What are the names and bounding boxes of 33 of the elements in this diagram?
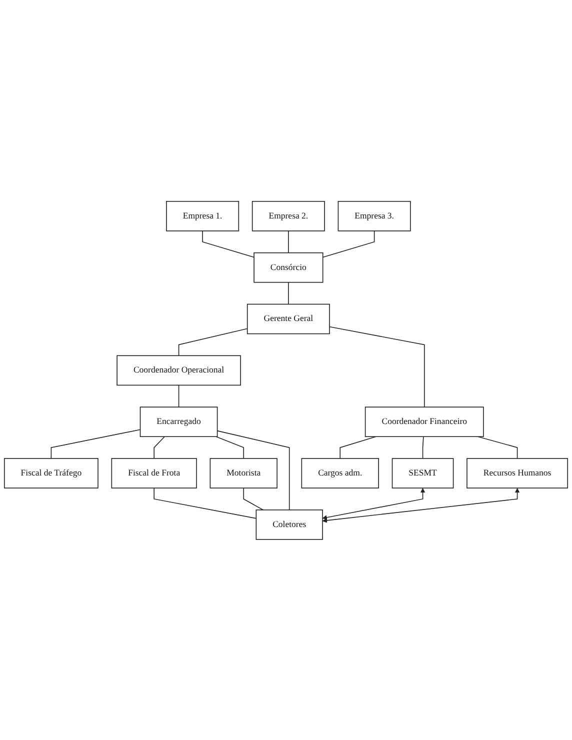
connector	[322, 230, 375, 258]
connector	[288, 230, 289, 253]
connector	[154, 436, 165, 458]
connector	[178, 328, 248, 356]
connector	[178, 384, 180, 408]
arrow	[322, 488, 426, 520]
connector	[154, 487, 257, 518]
node-box: Empresa 2.	[252, 200, 325, 231]
node-box: Coordenador Financeiro	[364, 406, 484, 437]
connector	[288, 282, 289, 304]
node-box: Encarregado	[140, 406, 218, 437]
node-box: Empresa 3.	[338, 200, 411, 231]
arrow	[322, 488, 520, 522]
node-box: Motorista	[210, 458, 278, 488]
node-box: Cargos adm.	[301, 458, 379, 488]
connector	[422, 436, 424, 458]
node-box: Recursos Humanos	[466, 458, 568, 488]
node-box: Gerente Geral	[246, 303, 330, 334]
node-box: Coletores	[256, 509, 323, 540]
node-box: Consórcio	[254, 252, 324, 282]
connector	[477, 436, 518, 458]
node-box: Fiscal de Frota	[111, 458, 197, 488]
node-box: Fiscal de Tráfego	[4, 458, 98, 488]
node-box: Coordenador Operacional	[116, 354, 241, 386]
node-box: SESMT	[392, 458, 454, 488]
connector	[340, 436, 376, 458]
connector	[216, 430, 290, 510]
connector	[216, 436, 244, 458]
connector	[243, 487, 264, 510]
connector	[329, 326, 425, 408]
node-box: Empresa 1.	[166, 200, 240, 231]
connector	[202, 230, 254, 258]
connector	[50, 428, 141, 458]
